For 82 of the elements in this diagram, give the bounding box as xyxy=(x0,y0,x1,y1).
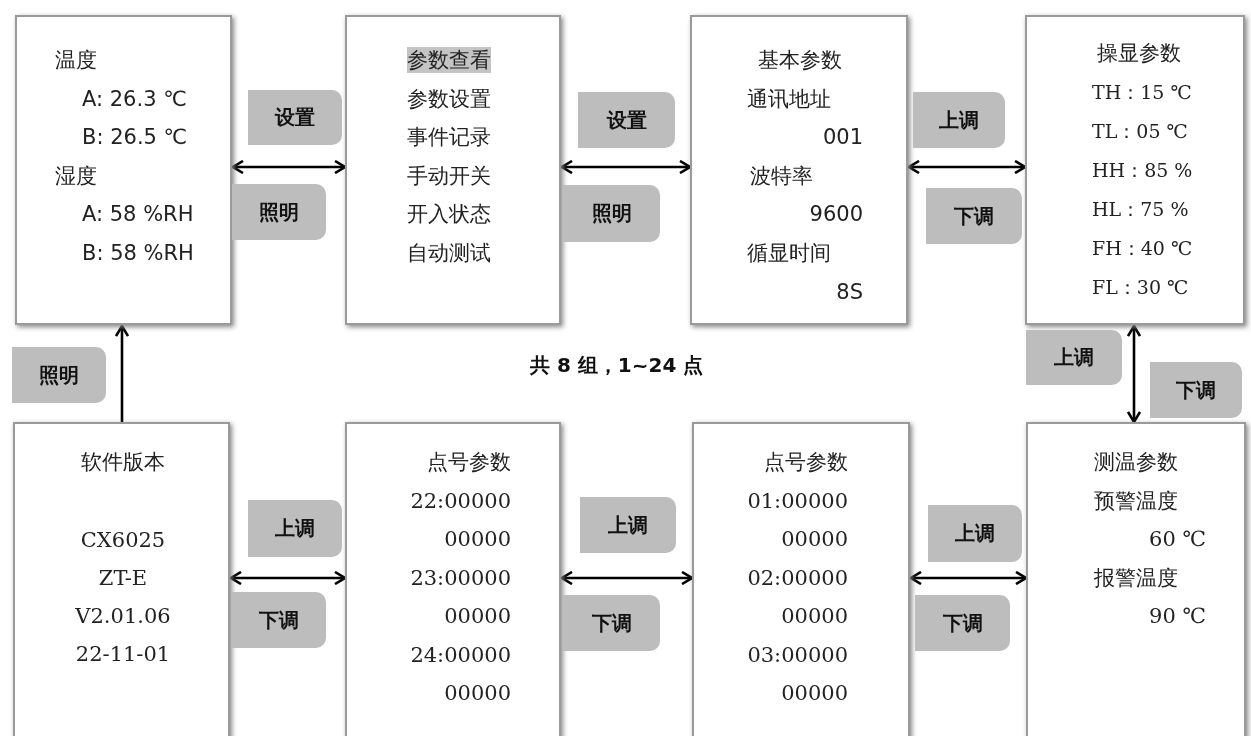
double-arrow xyxy=(909,570,1028,586)
screen-text: ZT-E xyxy=(98,565,148,591)
edge-label: 上调 xyxy=(248,500,342,557)
edge-label: 设置 xyxy=(578,92,675,148)
screen-box xyxy=(690,15,908,325)
screen-box xyxy=(15,15,232,325)
screen-text: 001 xyxy=(822,124,863,151)
screen-text: 事件记录 xyxy=(407,124,491,150)
screen-text: 22:00000 xyxy=(410,487,511,514)
edge-label: 上调 xyxy=(580,497,676,553)
screen-box xyxy=(345,15,561,325)
screen-text: 循显时间 xyxy=(747,240,831,266)
edge-label: 上调 xyxy=(913,92,1005,148)
screen-title: 基本参数 xyxy=(758,47,842,73)
screen-text: 开入状态 xyxy=(407,201,491,227)
screen-box xyxy=(1025,15,1245,325)
screen-box xyxy=(1026,422,1246,736)
key-label: 照明 xyxy=(563,185,660,242)
selected-menu-item: 参数查看 xyxy=(407,47,491,73)
screen-text: FL：30 ℃ xyxy=(1092,275,1189,300)
screen-box xyxy=(13,422,230,736)
screen-text: V2.01.06 xyxy=(75,603,171,629)
screen-text: 00000 xyxy=(444,603,511,629)
screen-text: 手动开关 xyxy=(407,162,491,189)
screen-text: 报警温度 xyxy=(1094,564,1178,591)
screen-text: 03:00000 xyxy=(747,641,848,668)
screen-title: 温度 xyxy=(55,47,97,73)
screen-text: 01:00000 xyxy=(747,487,848,514)
double-arrow xyxy=(560,159,692,175)
key-label: 下调 xyxy=(915,595,1010,651)
screen-text: 参数设置 xyxy=(407,85,491,112)
screen-text: 22-11-01 xyxy=(75,641,171,667)
screen-text: 00000 xyxy=(444,680,511,706)
key-label: 下调 xyxy=(232,592,326,648)
double-arrow xyxy=(560,570,694,586)
screen-text: 02:00000 xyxy=(747,564,848,591)
screen-text: 8S xyxy=(836,278,863,305)
screen-text: 00000 xyxy=(444,526,511,552)
screen-text: 90 ℃ xyxy=(1149,603,1206,629)
screen-text: 预警温度 xyxy=(1094,487,1178,514)
screen-text: 自动测试 xyxy=(407,239,491,266)
double-arrow xyxy=(231,159,347,175)
screen-text: FH：40 ℃ xyxy=(1092,236,1193,261)
screen-text: 00000 xyxy=(781,603,848,629)
screen-text: A: 26.3 ℃ xyxy=(82,85,187,112)
screen-text: 23:00000 xyxy=(410,564,511,591)
key-label: 照明 xyxy=(232,184,326,240)
screen-text: CX6025 xyxy=(80,527,166,553)
key-label: 下调 xyxy=(926,188,1022,244)
screen-text: B: 58 %RH xyxy=(82,239,194,266)
screen-title: 测温参数 xyxy=(1094,449,1178,475)
screen-text: 24:00000 xyxy=(410,641,511,668)
screen-text: A: 58 %RH xyxy=(82,201,194,227)
edge-label: 照明 xyxy=(12,347,106,403)
screen-text: HL：75 % xyxy=(1092,197,1189,222)
arrow xyxy=(114,324,130,422)
note-text: 共 8 组，1~24 点 xyxy=(530,352,704,379)
screen-title: 软件版本 xyxy=(81,449,165,475)
screen-text: HH：85 % xyxy=(1092,158,1193,183)
edge-label: 上调 xyxy=(1026,330,1122,385)
screen-title: 点号参数 xyxy=(764,449,848,475)
key-label: 下调 xyxy=(1150,362,1242,418)
screen-text: 通讯地址 xyxy=(747,85,831,112)
screen-text: 湿度 xyxy=(55,162,97,189)
key-label: 下调 xyxy=(563,595,660,651)
screen-title: 操显参数 xyxy=(1097,40,1181,66)
screen-title: 点号参数 xyxy=(427,449,511,475)
screen-box xyxy=(692,422,910,736)
screen-text: TL：05 ℃ xyxy=(1092,119,1188,144)
screen-text: 00000 xyxy=(781,526,848,552)
screen-text: 9600 xyxy=(809,201,863,228)
screen-text: 波特率 xyxy=(750,162,813,189)
double-arrow xyxy=(907,159,1027,175)
edge-label: 上调 xyxy=(928,505,1022,562)
edge-label: 设置 xyxy=(248,90,342,145)
double-arrow xyxy=(229,570,347,586)
screen-text: 00000 xyxy=(781,680,848,706)
screen-text: B: 26.5 ℃ xyxy=(82,124,188,150)
screen-box xyxy=(345,422,561,736)
double-arrow xyxy=(1126,324,1142,424)
screen-text: 60 ℃ xyxy=(1149,526,1206,552)
screen-text: TH：15 ℃ xyxy=(1092,80,1192,105)
